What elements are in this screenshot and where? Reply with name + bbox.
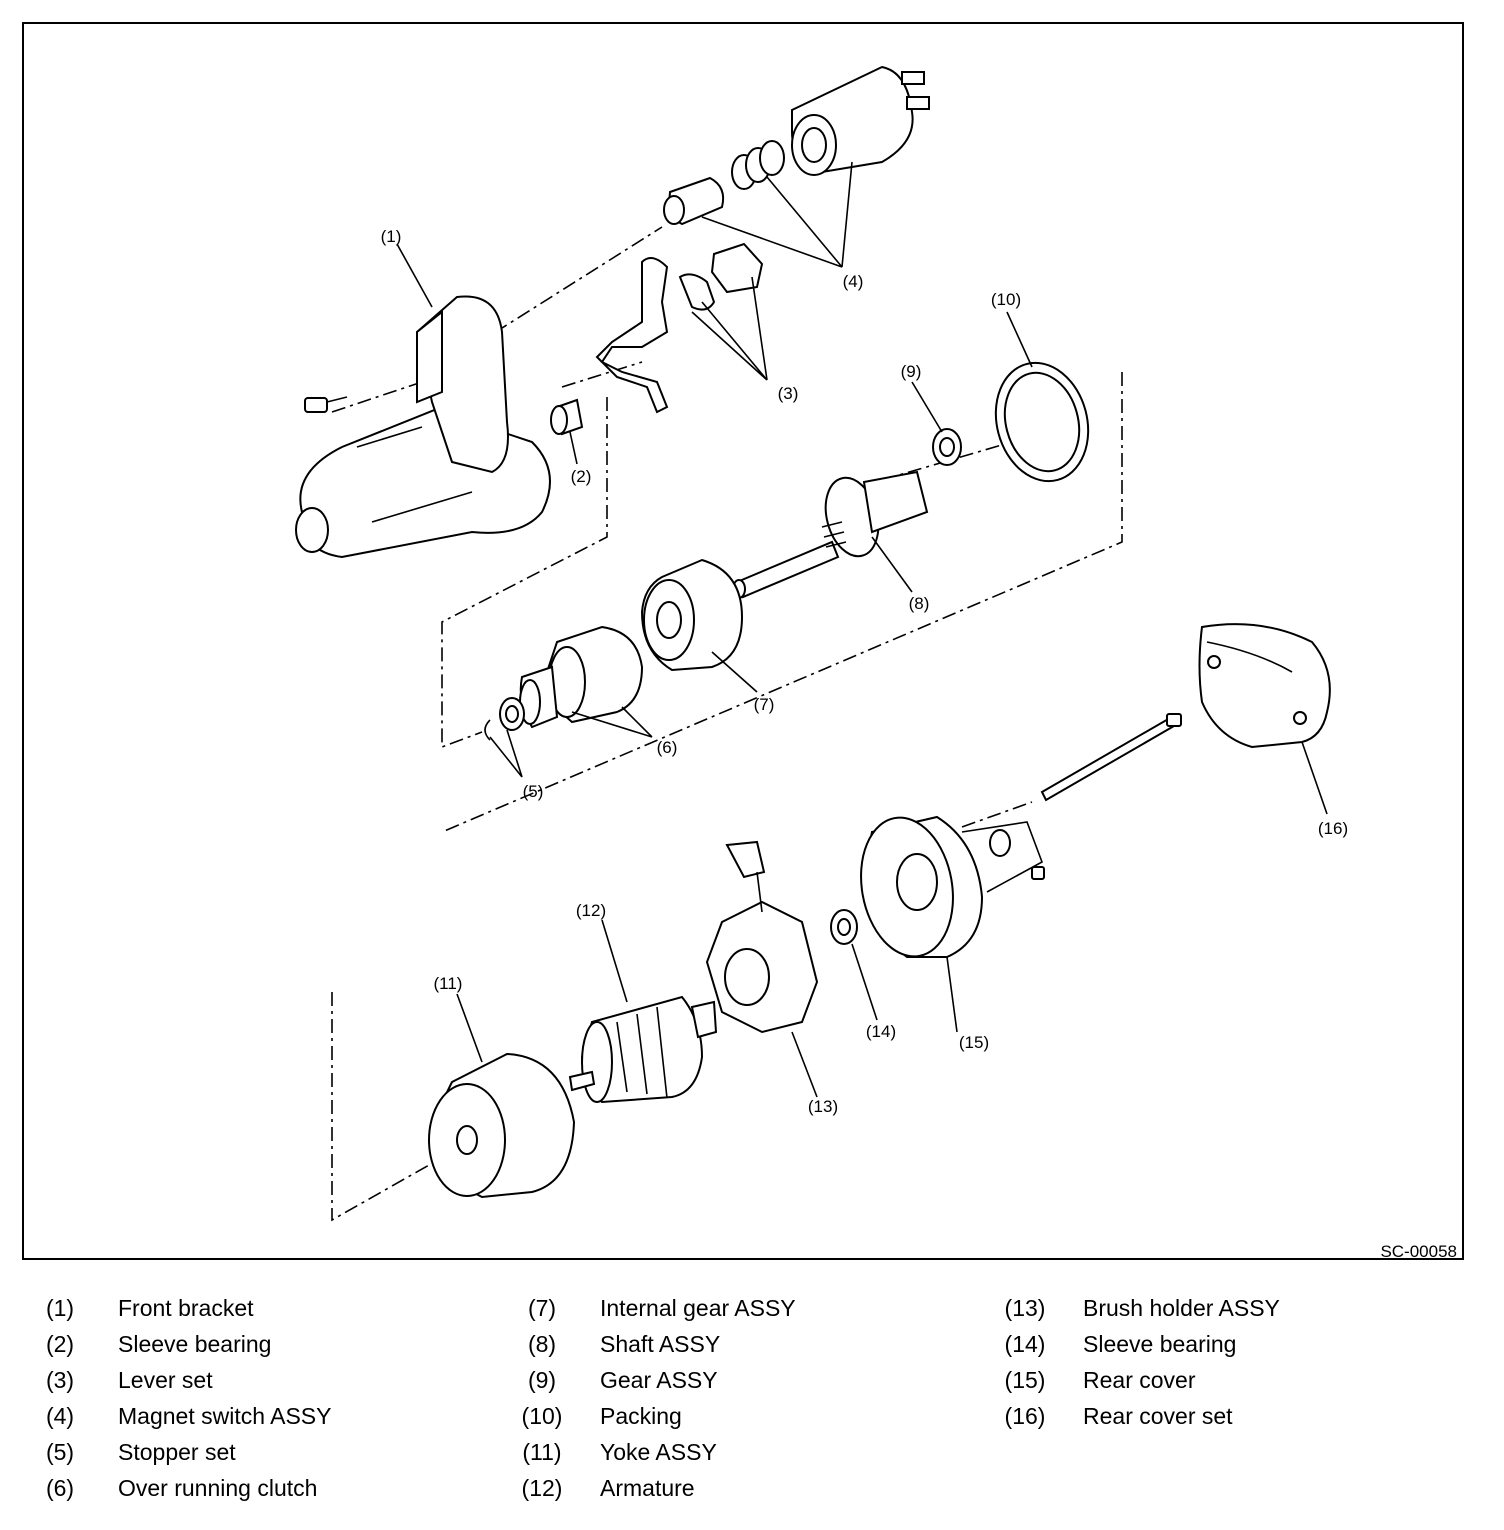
legend-label: Magnet switch ASSY <box>118 1403 332 1429</box>
callout-11: (11) <box>434 974 463 993</box>
legend-label: Sleeve bearing <box>1083 1331 1237 1357</box>
legend-label: Packing <box>600 1403 682 1429</box>
yoke-assy <box>428 1052 576 1199</box>
callout-1: (1) <box>381 227 402 246</box>
armature <box>568 995 718 1104</box>
legend-number: (4) <box>45 1403 75 1429</box>
callout-16: (16) <box>1318 819 1348 838</box>
lever-set <box>595 242 764 414</box>
rear-cover <box>860 815 1045 958</box>
callout-5: (5) <box>523 782 544 801</box>
callout-15: (15) <box>959 1033 989 1052</box>
rear-cover-set <box>1198 623 1331 749</box>
legend-number: (12) <box>521 1475 563 1501</box>
stopper-set <box>484 697 525 741</box>
callout-8: (8) <box>909 594 930 613</box>
legend-label: Stopper set <box>118 1439 236 1465</box>
sleeve-bearing-rear <box>830 909 858 945</box>
legend-number: (3) <box>45 1367 75 1393</box>
callout-6: (6) <box>657 738 678 757</box>
through-bolt <box>1040 713 1182 802</box>
shaft-assy <box>732 470 929 599</box>
callout-3: (3) <box>778 384 799 403</box>
sleeve-bearing-front <box>550 398 584 436</box>
legend-label: Over running clutch <box>118 1475 318 1501</box>
callout-4: (4) <box>843 272 864 291</box>
legend-number: (15) <box>1004 1367 1046 1393</box>
legend-label: Front bracket <box>118 1295 254 1321</box>
legend-number: (10) <box>521 1403 563 1429</box>
legend-number: (16) <box>1004 1403 1046 1429</box>
over-running-clutch <box>519 625 644 729</box>
callout-labels: (1) (2) (3) (4) (5) (6) (7) (8) (9) (10)… <box>381 227 1457 1261</box>
front-bracket <box>295 295 551 559</box>
legend-number: (6) <box>45 1475 75 1501</box>
internal-gear-assy <box>640 558 744 672</box>
callout-2: (2) <box>571 467 592 486</box>
legend-label: Shaft ASSY <box>600 1331 721 1357</box>
brush-holder-assy <box>705 840 819 1034</box>
callout-14: (14) <box>866 1022 896 1041</box>
legend-label: Lever set <box>118 1367 213 1393</box>
parts-legend: (1) Front bracket (2) Sleeve bearing (3) Le… <box>0 1290 1504 1520</box>
legend-number: (11) <box>522 1439 562 1465</box>
legend-number: (5) <box>45 1439 75 1465</box>
legend-label: Internal gear ASSY <box>600 1295 796 1321</box>
callout-12: (12) <box>576 901 606 920</box>
callout-7: (7) <box>754 695 775 714</box>
legend-number: (8) <box>527 1331 557 1357</box>
gear-assy <box>932 428 962 466</box>
legend-number: (14) <box>1004 1331 1046 1357</box>
legend-number: (7) <box>527 1295 557 1321</box>
magnet-switch-assy <box>663 65 930 226</box>
legend-label: Rear cover <box>1083 1367 1196 1393</box>
legend-label: Sleeve bearing <box>118 1331 272 1357</box>
figure-code: SC-00058 <box>1380 1242 1457 1261</box>
callout-13: (13) <box>808 1097 838 1116</box>
legend-label: Armature <box>600 1475 695 1501</box>
callout-9: (9) <box>901 362 922 381</box>
assembly-axis-lines <box>331 226 1123 1222</box>
legend-number: (13) <box>1004 1295 1046 1321</box>
legend-label: Gear ASSY <box>600 1367 718 1393</box>
packing <box>994 361 1090 483</box>
legend-number: (1) <box>45 1295 75 1321</box>
callout-10: (10) <box>991 290 1021 309</box>
legend-label: Rear cover set <box>1083 1403 1233 1429</box>
starter-exploded-view: (1) (2) (3) (4) (5) (6) (7) (8) (9) (10)… <box>295 65 1457 1261</box>
legend-label: Brush holder ASSY <box>1083 1295 1280 1321</box>
leader-lines <box>396 161 1328 1098</box>
exploded-diagram-frame: (1) (2) (3) (4) (5) (6) (7) (8) (9) (10)… <box>22 22 1464 1261</box>
legend-number: (2) <box>45 1331 75 1357</box>
legend-label: Yoke ASSY <box>600 1439 717 1465</box>
legend-number: (9) <box>527 1367 557 1393</box>
